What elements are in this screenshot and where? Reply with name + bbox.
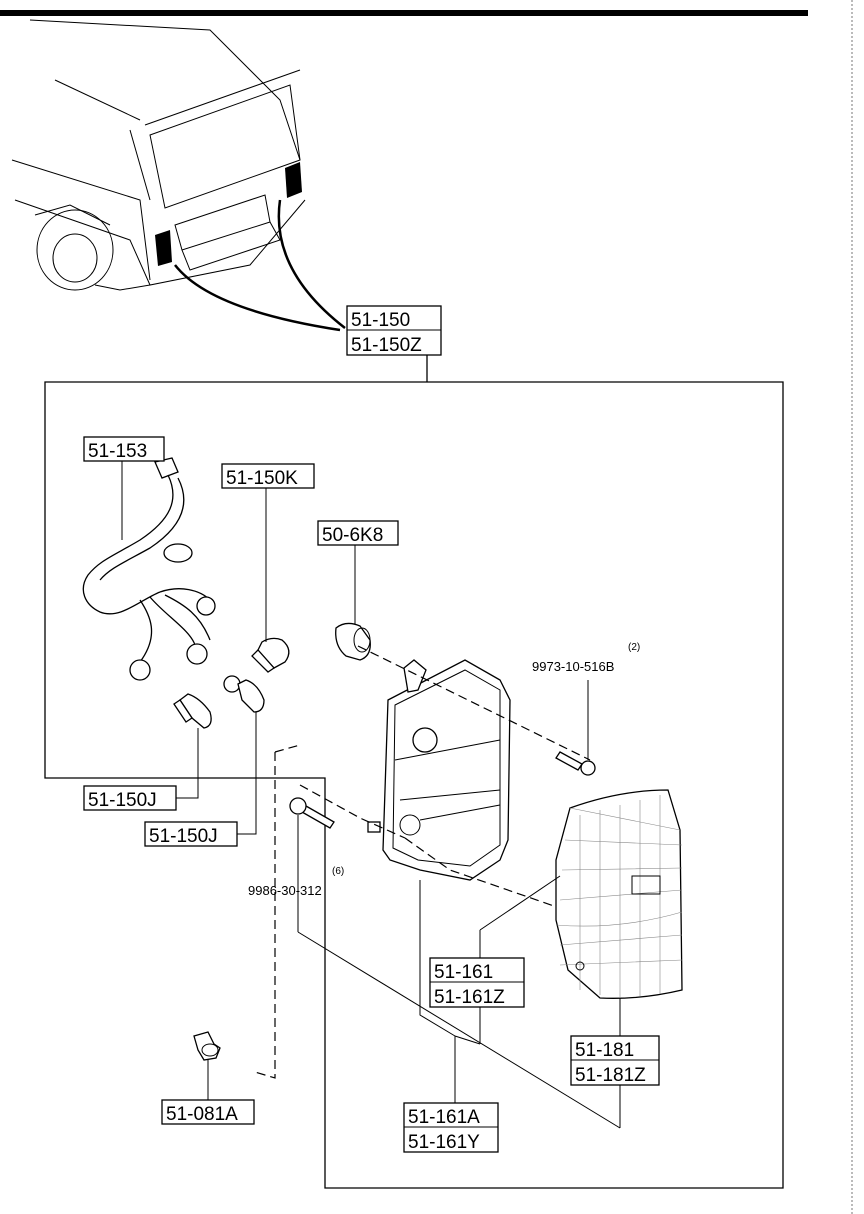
bulb-c-illustration	[237, 679, 265, 713]
assembly-part-no-alt: 51-150Z	[351, 335, 422, 356]
clip-label[interactable]: 51-081A	[161, 1099, 255, 1125]
screw-lower-qty: (6)	[332, 866, 344, 877]
bulb-a-part-no: 51-150K	[226, 468, 298, 489]
screw-upper-illustration	[555, 751, 596, 776]
housing-assembly-part-no-alt: 51-161Y	[408, 1132, 480, 1153]
grommet-part-no: 50-6K8	[322, 525, 383, 546]
bulb-b-illustration	[173, 693, 212, 729]
housing-gasket-label[interactable]: 51-161 51-161Z	[429, 957, 525, 1008]
bulb-c-label[interactable]: 51-150J	[144, 821, 238, 847]
housing-gasket-part-no-alt: 51-161Z	[434, 987, 505, 1008]
vehicle-rear-illustration	[11, 19, 346, 332]
housing-illustration	[367, 659, 511, 881]
wiring-harness-label[interactable]: 51-153	[83, 436, 165, 462]
assembly-group-frame	[44, 381, 784, 1189]
wiring-harness-illustration	[82, 457, 241, 693]
screw-upper-part-no: 9973-10-516B	[532, 659, 614, 674]
clip-illustration	[193, 1031, 221, 1061]
grommet-label[interactable]: 50-6K8	[317, 520, 399, 546]
bulb-b-part-no: 51-150J	[88, 790, 157, 811]
bulb-a-label[interactable]: 51-150K	[221, 463, 315, 489]
assembly-part-no: 51-150	[351, 310, 410, 331]
lens-label[interactable]: 51-181 51-181Z	[570, 1035, 660, 1086]
grommet-illustration	[335, 622, 371, 661]
header-rule	[0, 10, 808, 16]
screw-lower-label[interactable]: (6) 9986-30-312	[248, 866, 344, 898]
housing-assembly-label[interactable]: 51-161A 51-161Y	[403, 1102, 499, 1153]
lens-part-no: 51-181	[575, 1040, 634, 1061]
screw-upper-label[interactable]: (2) 9973-10-516B	[532, 642, 640, 674]
screw-lower-illustration	[289, 797, 335, 829]
screw-upper-qty: (2)	[628, 642, 640, 653]
bulb-c-part-no: 51-150J	[149, 826, 218, 847]
lens-part-no-alt: 51-181Z	[575, 1065, 646, 1086]
housing-assembly-part-no: 51-161A	[408, 1107, 480, 1128]
housing-gasket-part-no: 51-161	[434, 962, 493, 983]
lens-illustration	[555, 789, 683, 999]
assembly-label[interactable]: 51-150 51-150Z	[346, 305, 442, 356]
wiring-harness-part-no: 51-153	[88, 441, 147, 462]
screw-lower-part-no: 9986-30-312	[248, 883, 322, 898]
clip-part-no: 51-081A	[166, 1104, 238, 1125]
bulb-a-illustration	[251, 637, 290, 673]
bulb-b-label[interactable]: 51-150J	[83, 785, 177, 811]
